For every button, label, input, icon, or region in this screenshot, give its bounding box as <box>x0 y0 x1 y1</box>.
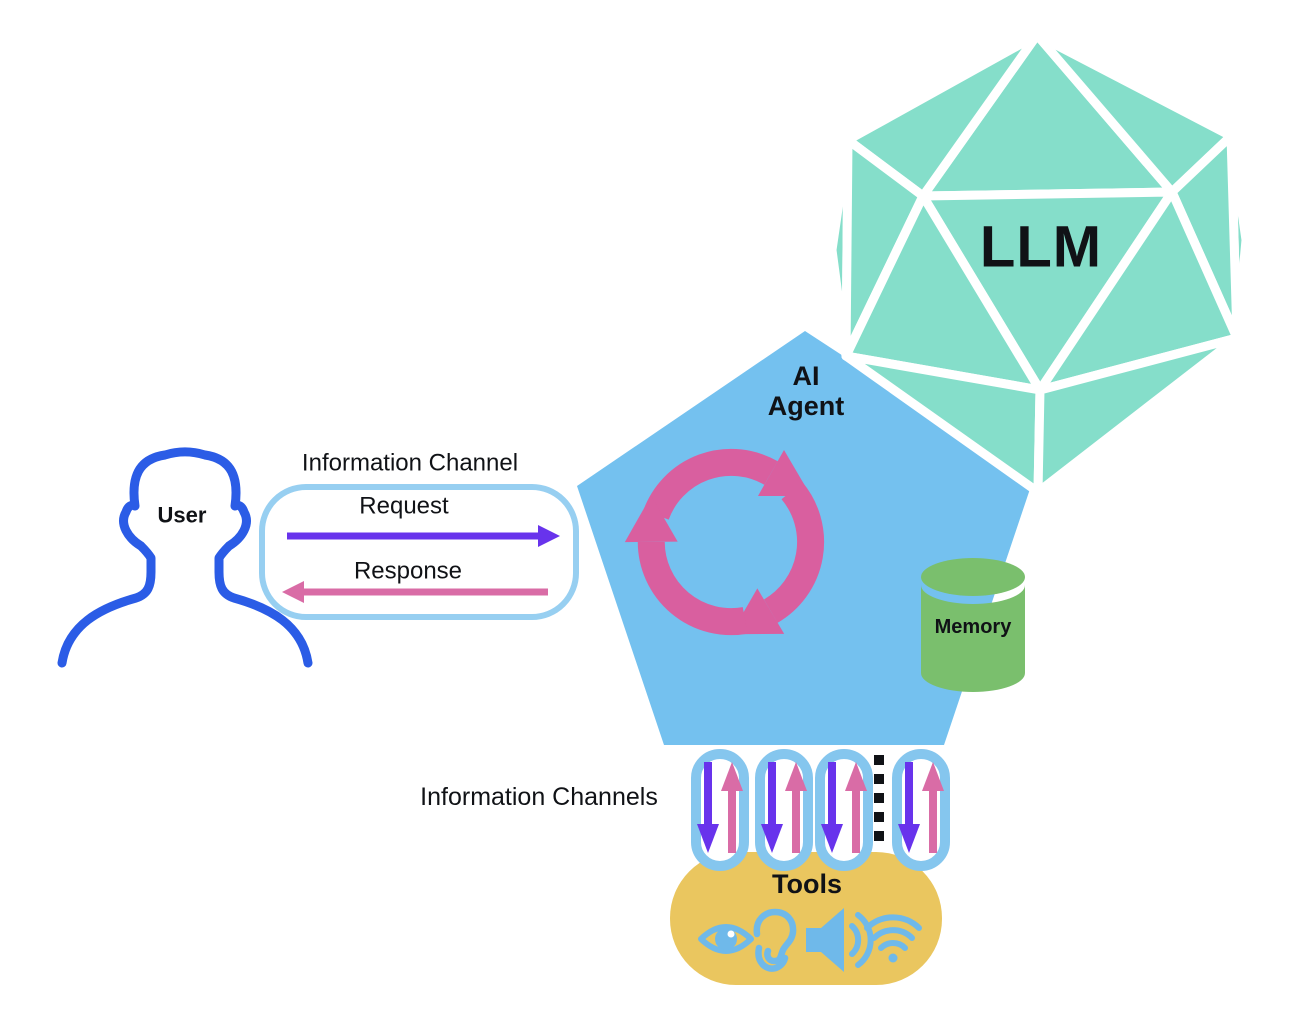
request-label: Request <box>359 492 449 520</box>
wifi-icon <box>864 914 922 963</box>
eye-icon <box>698 924 754 954</box>
memory-label: Memory <box>934 615 1012 638</box>
llm-label: LLM <box>979 214 1103 280</box>
user-figure <box>57 447 313 668</box>
channel-capsule <box>691 749 749 871</box>
cycle-arrows-icon <box>624 448 825 636</box>
channel-capsule <box>892 749 950 871</box>
llm-icosahedron <box>827 30 1251 497</box>
tools-label: Tools <box>772 868 842 899</box>
response-arrow <box>282 581 548 603</box>
tools-blob <box>670 852 942 985</box>
ear-icon <box>753 908 797 972</box>
information-channel-label: Information Channel <box>301 449 519 477</box>
request-arrow <box>287 525 560 547</box>
user-label: User <box>157 502 207 528</box>
channel-capsule <box>755 749 813 871</box>
response-label: Response <box>353 557 463 585</box>
ai-agent-label: AI Agent <box>767 360 845 421</box>
information-channel-pill <box>259 484 579 620</box>
speaker-icon <box>806 908 874 972</box>
channel-capsule <box>815 749 873 871</box>
memory-cylinder <box>921 558 1025 692</box>
information-channels-label: Information Channels <box>420 783 658 811</box>
